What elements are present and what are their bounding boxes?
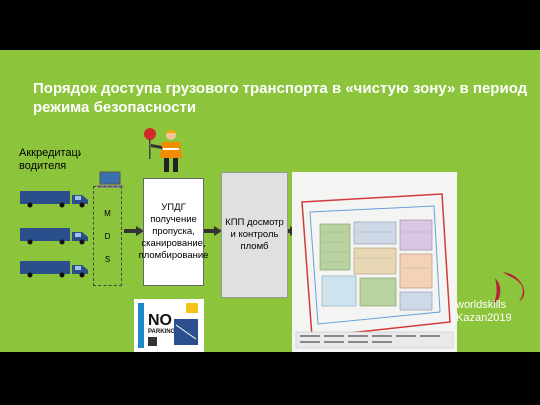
accreditation-label: Аккредитация водителя [19,147,81,172]
mds-letter: D [104,232,111,241]
logo-line2: Kazan2019 [456,312,512,324]
sign-parking-text: PARKING [148,329,176,335]
sign-no-text: NO [148,312,172,329]
traffic-controller-icon [144,128,182,172]
site-plan-map [292,172,457,352]
logo-line1: worldskills [455,299,507,311]
truck-icon [20,228,88,245]
kpp-text: КПП досмотр и контроль пломб [225,217,284,252]
truck-icon [20,261,88,278]
mds-letter: S [104,255,111,264]
no-parking-sign: NO PARKING [134,299,204,352]
kpp-box: КПП досмотр и контроль пломб [221,172,288,298]
arrow-right-icon [286,226,296,236]
mds-box: M D S [93,186,122,286]
truck-icon [20,191,88,208]
worldskills-logo: worldskills Kazan2019 [455,272,525,324]
mds-letter: M [104,209,111,218]
arrow-right-icon [124,226,144,236]
slide-title: Порядок доступа грузового транспорта в «… [33,80,528,116]
updg-text: УПДГ получение пропуска, сканирование, п… [138,202,209,261]
updg-box: УПДГ получение пропуска, сканирование, п… [139,178,208,286]
arrow-right-icon [204,226,222,236]
